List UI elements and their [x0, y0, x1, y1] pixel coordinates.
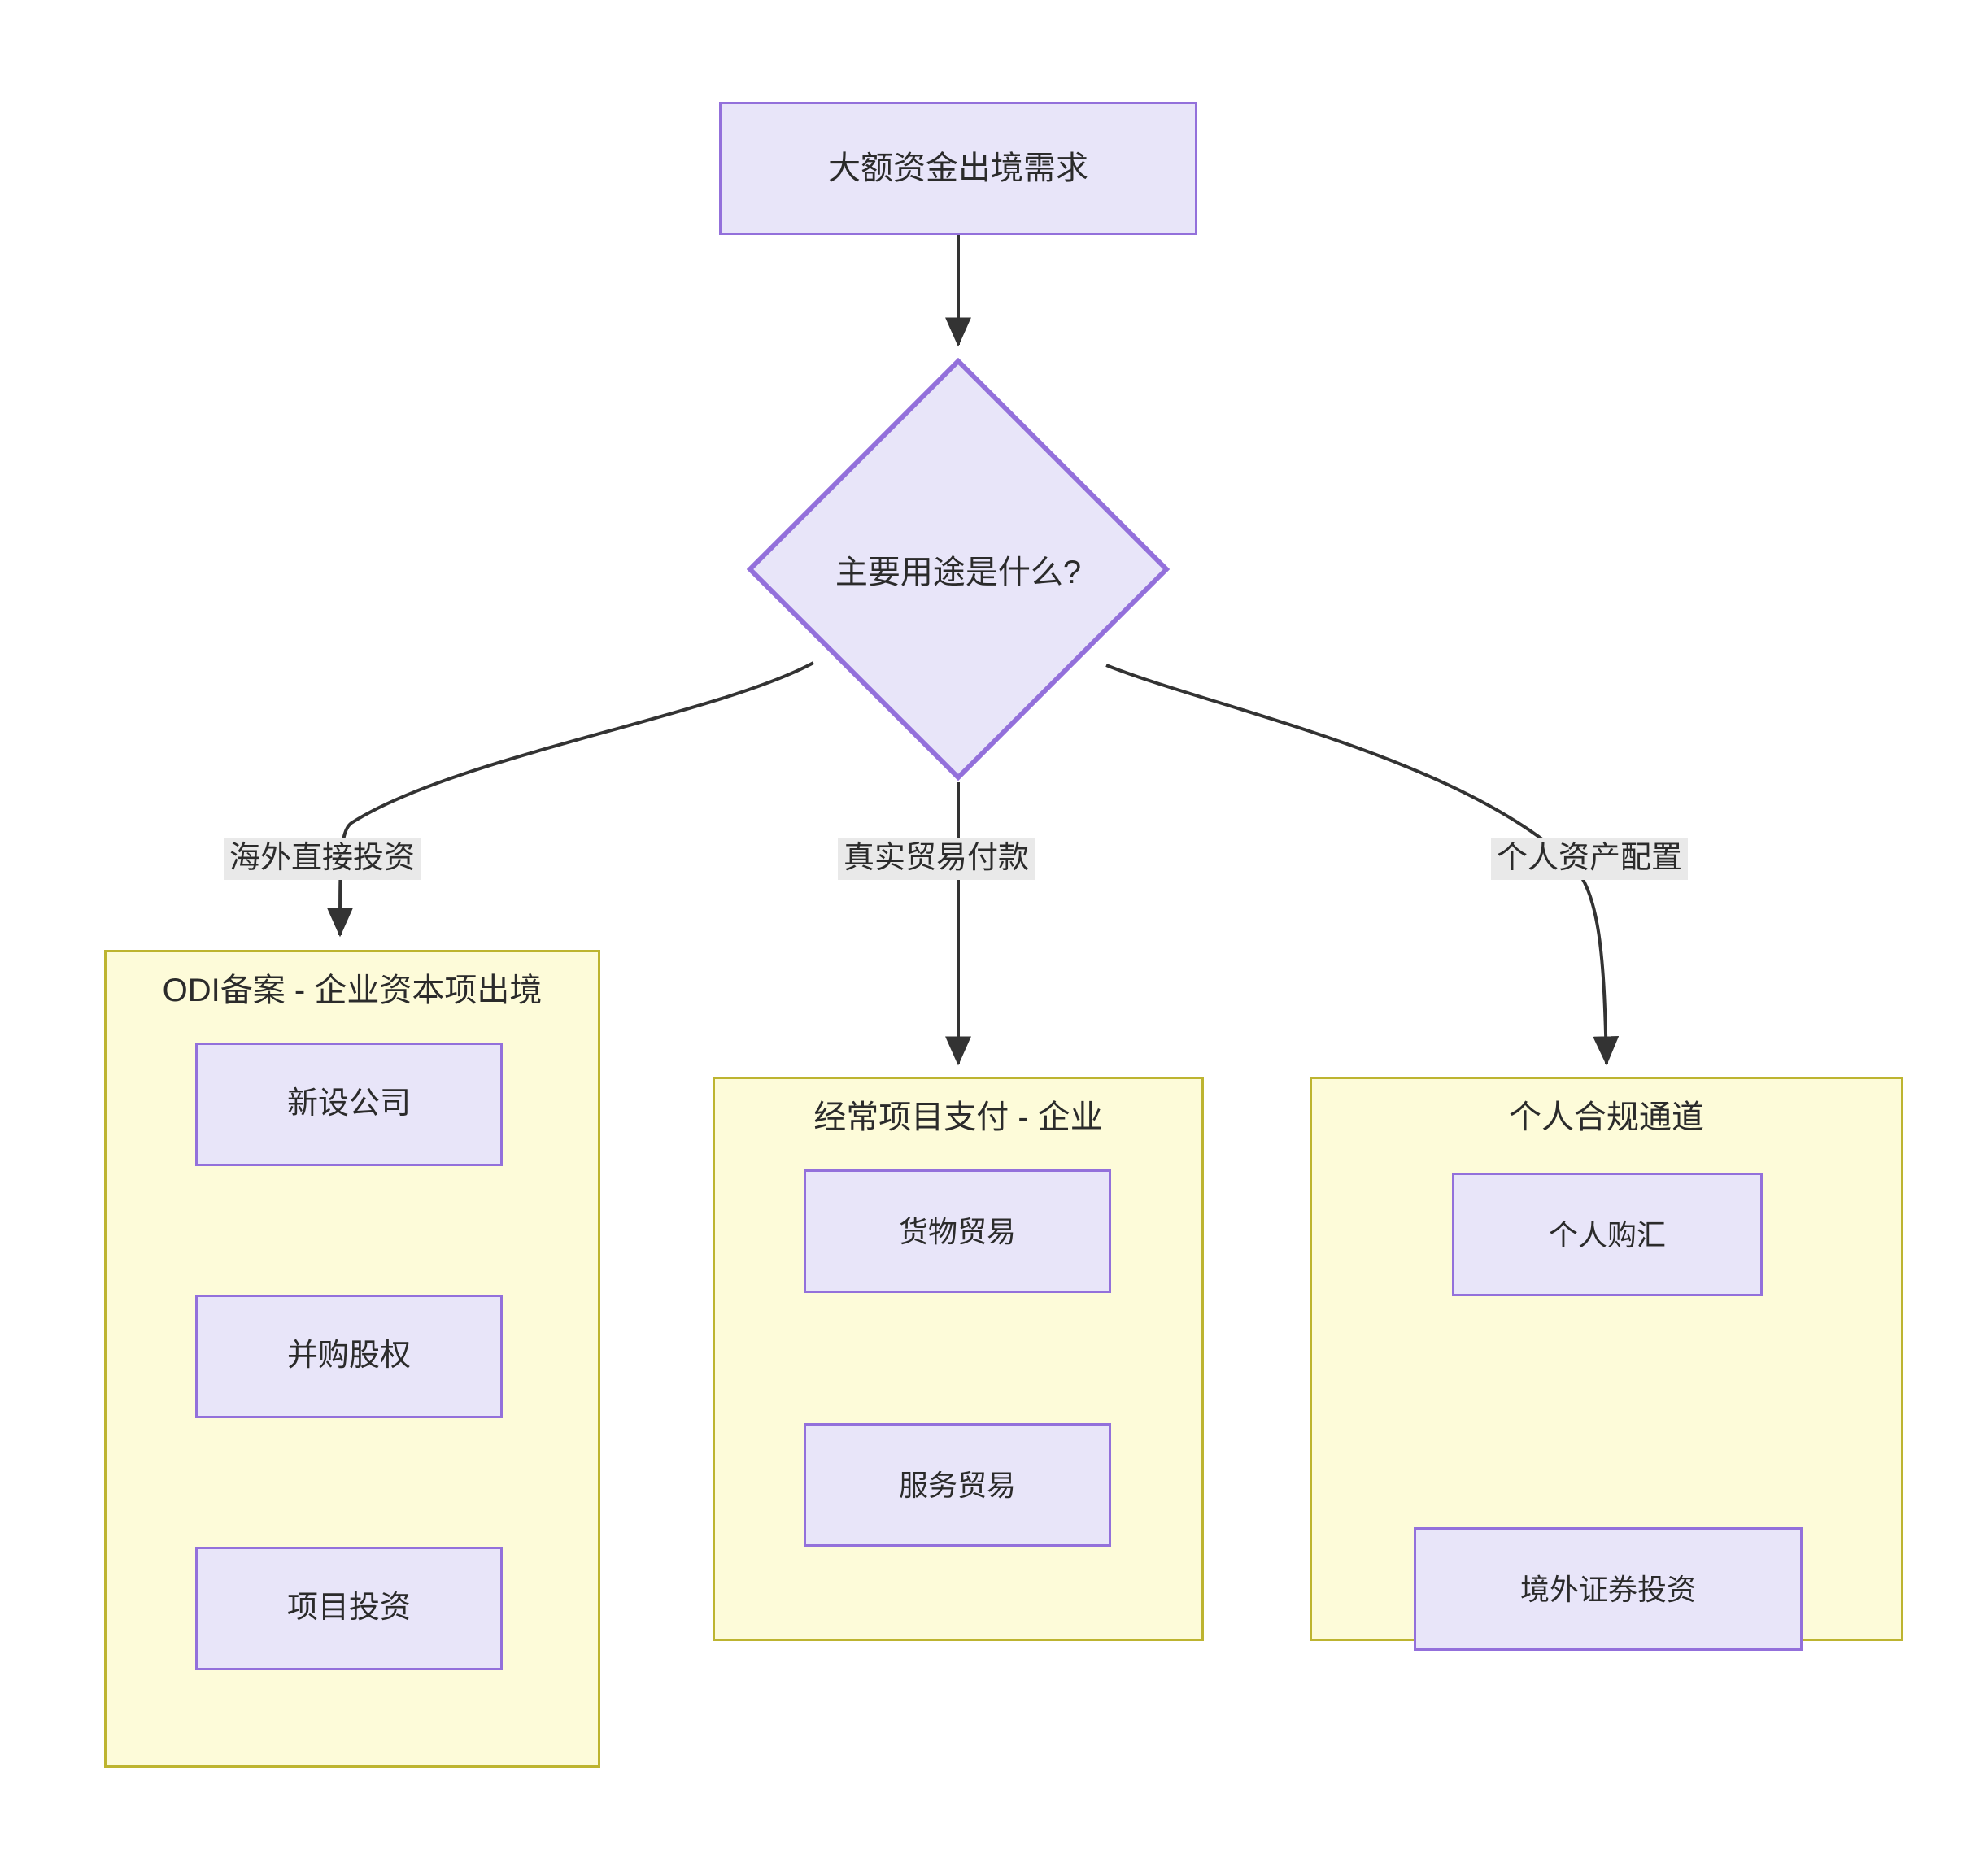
- node-start-label: 大额资金出境需求: [828, 150, 1088, 186]
- cluster-odi-title: ODI备案 - 企业资本项出境: [162, 973, 543, 1008]
- node-personal-fx-purchase-label: 个人购汇: [1548, 1217, 1666, 1252]
- node-decision-label: 主要用途是什么?: [835, 555, 1082, 590]
- node-odi-equity-acquisition-label: 并购股权: [286, 1339, 411, 1374]
- node-decision[interactable]: 主要用途是什么?: [747, 358, 1170, 781]
- node-odi-project-investment-label: 项目投资: [286, 1591, 411, 1626]
- edge-label-personal-asset-allocation: 个人资产配置: [1491, 838, 1689, 880]
- node-personal-fx-purchase[interactable]: 个人购汇: [1452, 1173, 1763, 1296]
- node-odi-new-company-label: 新设公司: [286, 1086, 411, 1121]
- node-goods-trade[interactable]: 货物贸易: [804, 1169, 1111, 1293]
- cluster-current-account: 经常项目支付 - 企业: [713, 1077, 1204, 1641]
- diamond-shape: [747, 358, 1170, 781]
- edge-decision-to-odi: [327, 661, 814, 938]
- edge-label-genuine-trade-payment: 真实贸易付款: [838, 838, 1035, 880]
- node-odi-equity-acquisition[interactable]: 并购股权: [195, 1295, 503, 1418]
- node-service-trade[interactable]: 服务贸易: [804, 1423, 1111, 1547]
- node-odi-new-company[interactable]: 新设公司: [195, 1043, 503, 1166]
- node-overseas-securities-investment[interactable]: 境外证券投资: [1414, 1527, 1803, 1651]
- node-start[interactable]: 大额资金出境需求: [719, 102, 1197, 235]
- cluster-personal-channel-title: 个人合规通道: [1509, 1099, 1704, 1135]
- cluster-current-account-title: 经常项目支付 - 企业: [813, 1099, 1103, 1135]
- edge-label-overseas-direct-investment: 海外直接投资: [224, 838, 421, 880]
- node-service-trade-label: 服务贸易: [898, 1468, 1016, 1502]
- node-odi-project-investment[interactable]: 项目投资: [195, 1547, 503, 1670]
- node-overseas-securities-investment-label: 境外证券投资: [1519, 1572, 1696, 1606]
- node-goods-trade-label: 货物贸易: [898, 1214, 1016, 1248]
